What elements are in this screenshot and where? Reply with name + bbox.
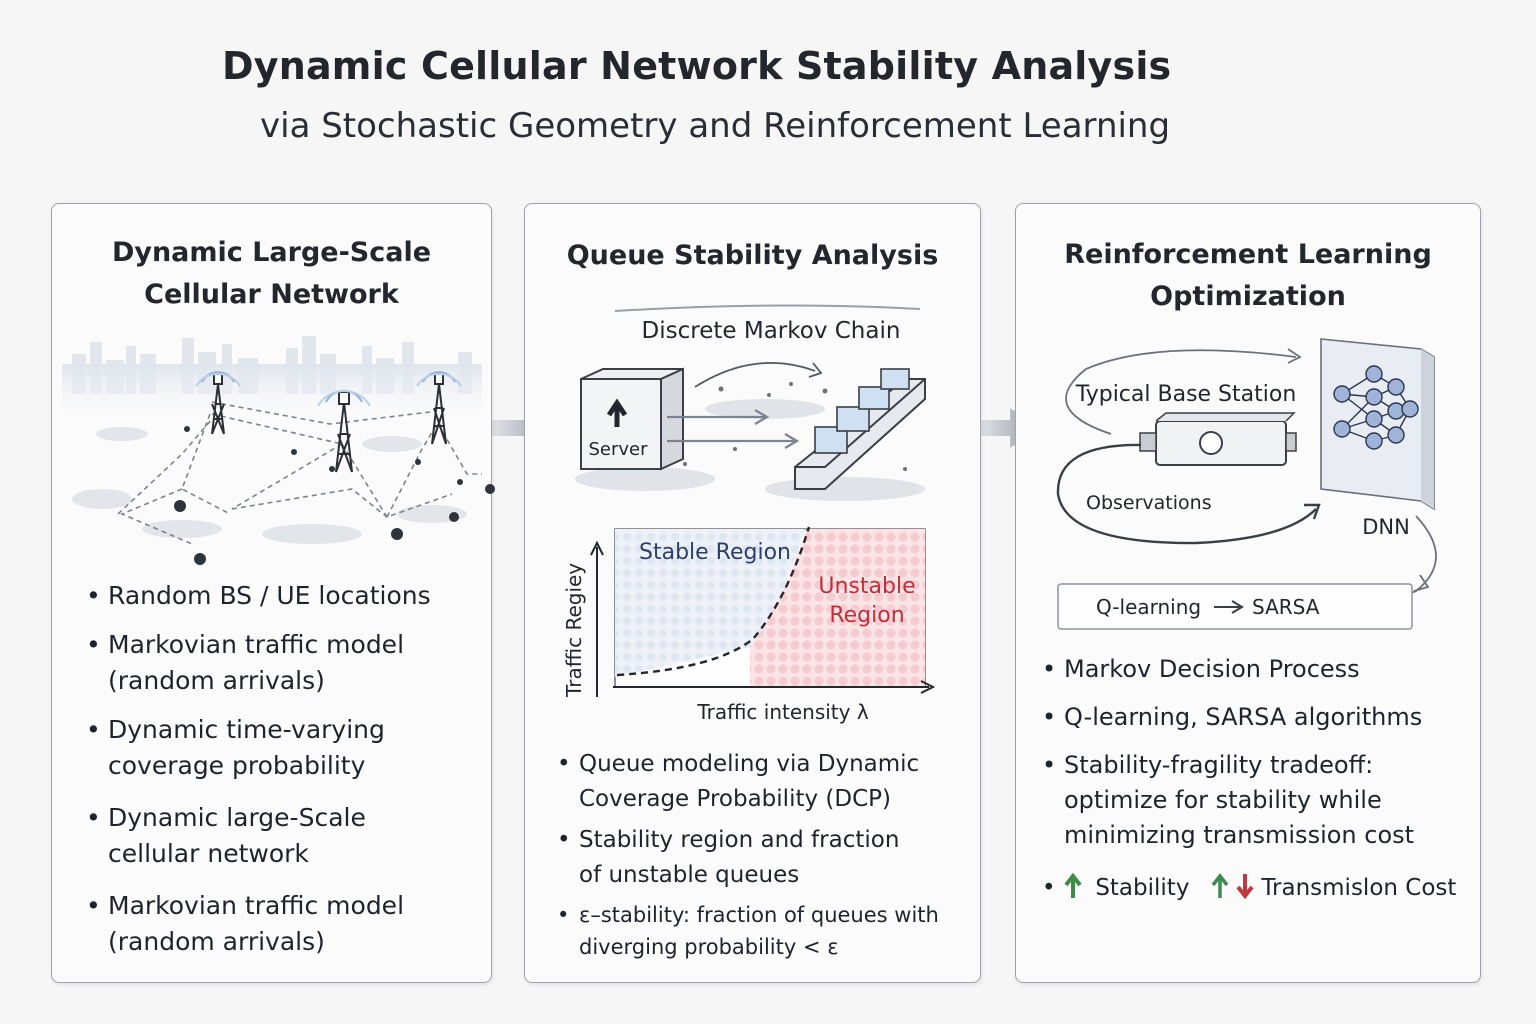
dnn-block — [1320, 338, 1435, 511]
rl-loop-illustration: Typical Base Station Observations — [1056, 338, 1437, 630]
stability-label: Stability — [1095, 875, 1190, 901]
dnn-label: DNN — [1362, 515, 1410, 539]
server-label: Server — [588, 439, 648, 460]
markov-queue-illustration: Discrete Markov Chain Server — [575, 304, 926, 501]
bullet-list-cellular: Random BS / UE locations Markovian traff… — [86, 578, 486, 973]
panel-title-queue: Queue Stability Analysis — [566, 240, 939, 271]
flow-arrows — [667, 409, 800, 449]
neural-network-nodes — [1333, 365, 1419, 450]
bullet-item: Stability-fragility tradeoff:optimize fo… — [1042, 748, 1472, 853]
server-box — [580, 367, 684, 471]
observation-loop-arrow — [1056, 443, 1317, 545]
bullet-item: Q-learning, SARSA algorithms — [1042, 700, 1472, 735]
markov-chain-label: Discrete Markov Chain — [642, 318, 901, 344]
observations-label: Observations — [1086, 492, 1212, 514]
queue-rail — [794, 368, 926, 490]
ground-texture — [72, 427, 467, 544]
page-subtitle: via Stochastic Geometry and Reinforcemen… — [260, 106, 1171, 146]
transmission-cost-label: Transmislon Cost — [1261, 875, 1457, 901]
unstable-region-label-2: Region — [829, 603, 904, 628]
bullet-item: ε–stability: fraction of queues withdive… — [557, 899, 972, 963]
stability-boundary-curve — [616, 526, 811, 677]
bullet-item: Markovian traffic model(random arrivals) — [86, 888, 486, 960]
panel-title-rl: Reinforcement Learning Optimization — [1064, 239, 1432, 312]
action-arrow — [1065, 349, 1297, 435]
bullet-item: Markov Decision Process — [1042, 652, 1472, 687]
bullet-item: Stability Transmislon Cost — [1042, 871, 1472, 906]
cost-up-arrow-icon — [1211, 873, 1229, 898]
base-station-tower-3 — [416, 371, 462, 445]
stability-region-plot: Stable Region Unstable Region Traffic Re… — [562, 526, 936, 724]
bullet-item: Random BS / UE locations — [86, 578, 486, 614]
queue-packets — [814, 368, 910, 454]
server-up-arrow-icon — [606, 398, 628, 427]
markov-arc-arrow — [694, 362, 816, 388]
panel-queue-stability: Queue Stability Analysis Discrete Markov… — [524, 203, 981, 983]
cellular-network-illustration — [62, 336, 495, 565]
cost-down-arrow-icon — [1236, 874, 1254, 900]
unstable-region-label-1: Unstable — [818, 574, 915, 599]
base-station-tower-2 — [317, 389, 371, 473]
user-equipment-dots — [174, 426, 495, 565]
page-title: Dynamic Cellular Network Stability Analy… — [222, 44, 1172, 88]
network-links — [117, 401, 482, 545]
bullet-list-rl: Markov Decision Process Q-learning, SARS… — [1042, 652, 1472, 919]
algo-to-label: SARSA — [1252, 595, 1320, 619]
markov-underline — [614, 304, 921, 312]
panel-cellular-network: Dynamic Large-Scale Cellular Network — [51, 203, 495, 983]
panel-title-cellular: Dynamic Large-Scale Cellular Network — [111, 237, 432, 310]
panel-rl-optimization: Reinforcement Learning Optimization Typi… — [1015, 203, 1481, 983]
y-axis-label: Traffic Regiey — [562, 563, 586, 698]
stability-up-arrow-icon — [1064, 872, 1082, 898]
algo-from-label: Q-learning — [1096, 595, 1201, 619]
bullet-item: Markovian traffic model(random arrivals) — [86, 627, 486, 699]
base-station-tower-1 — [195, 371, 241, 435]
x-axis-label: Traffic intensity λ — [696, 700, 869, 724]
algo-arrow-icon — [1214, 600, 1244, 614]
base-station-label: Typical Base Station — [1075, 382, 1297, 407]
stable-region-label: Stable Region — [639, 540, 791, 565]
plot-frame — [614, 528, 926, 688]
base-station-device — [1139, 412, 1297, 466]
